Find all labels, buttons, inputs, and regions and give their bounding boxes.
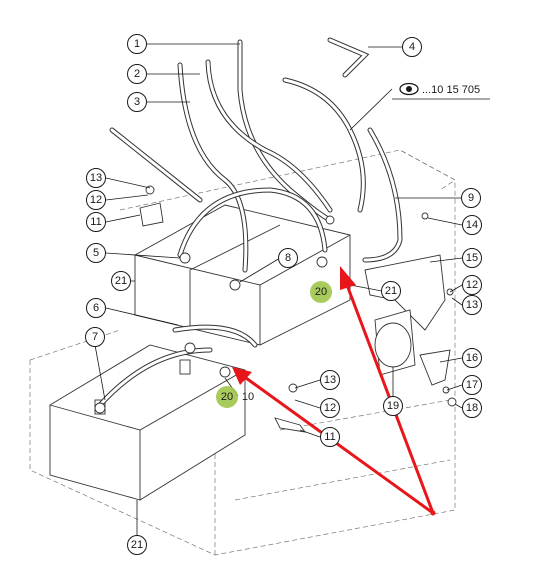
svg-text:11: 11 [324, 431, 335, 443]
callout-9: 9 [461, 188, 481, 208]
callout-13-right: 13 [462, 295, 482, 315]
svg-text:21: 21 [115, 275, 127, 287]
svg-text:2: 2 [134, 68, 140, 80]
callout-11-lower: 11 [320, 427, 340, 447]
highlight-20-lower: 20 [216, 386, 238, 408]
svg-text:17: 17 [466, 379, 478, 391]
callout-16: 16 [462, 348, 482, 368]
svg-text:1: 1 [134, 38, 140, 50]
callout-12-lower: 12 [320, 398, 340, 418]
svg-text:16: 16 [466, 352, 478, 364]
highlight-20-upper: 20 [310, 281, 332, 303]
callout-13-lower: 13 [320, 370, 340, 390]
callout-21-bottom: 21 [127, 535, 147, 555]
svg-text:3: 3 [134, 96, 140, 108]
callout-12-right: 12 [462, 275, 482, 295]
svg-text:20: 20 [221, 391, 233, 403]
callout-19: 19 [383, 396, 403, 416]
svg-text:4: 4 [409, 41, 415, 53]
callout-12: 12 [86, 190, 106, 210]
bracket-plate [364, 254, 451, 386]
callout-21-right: 21 [381, 281, 401, 301]
callout-10: 10 [242, 391, 254, 403]
callout-17: 17 [462, 375, 482, 395]
terminals [94, 185, 457, 414]
svg-text:21: 21 [131, 539, 143, 551]
callout-11: 11 [86, 212, 106, 232]
svg-text:7: 7 [92, 331, 98, 343]
lower-battery [49, 344, 246, 501]
callout-14: 14 [462, 215, 482, 235]
callout-1: 1 [127, 34, 147, 54]
bracket-small [139, 202, 164, 227]
svg-text:5: 5 [93, 247, 99, 259]
svg-text:12: 12 [324, 402, 336, 414]
cables [97, 37, 403, 408]
callout-15: 15 [462, 248, 482, 268]
svg-text:20: 20 [315, 286, 327, 298]
svg-text:12: 12 [466, 279, 478, 291]
svg-text:14: 14 [466, 219, 478, 231]
leader-lines [94, 43, 463, 535]
callout-21-left: 21 [111, 271, 131, 291]
callout-8: 8 [278, 248, 298, 268]
svg-text:9: 9 [468, 192, 474, 204]
svg-text:10: 10 [242, 391, 254, 403]
reference-note: ...10 15 705 [392, 82, 490, 100]
svg-text:21: 21 [385, 285, 397, 297]
upper-battery [134, 204, 351, 346]
svg-text:8: 8 [285, 252, 291, 264]
svg-text:18: 18 [466, 402, 478, 414]
reference-text: ...10 15 705 [422, 84, 480, 96]
svg-text:11: 11 [90, 216, 101, 228]
callout-2: 2 [127, 64, 147, 84]
callout-7: 7 [85, 327, 105, 347]
callout-6: 6 [86, 298, 106, 318]
callout-5: 5 [86, 243, 106, 263]
svg-text:19: 19 [387, 400, 399, 412]
callout-3: 3 [127, 92, 147, 112]
callout-4: 4 [402, 37, 422, 57]
eye-icon [399, 82, 419, 96]
callout-13: 13 [86, 168, 106, 188]
svg-text:13: 13 [466, 299, 478, 311]
svg-text:13: 13 [324, 374, 336, 386]
svg-text:6: 6 [93, 302, 99, 314]
svg-text:12: 12 [90, 194, 102, 206]
svg-text:15: 15 [466, 252, 478, 264]
compartment-frame [29, 149, 456, 556]
svg-text:13: 13 [90, 172, 102, 184]
callout-18: 18 [462, 398, 482, 418]
